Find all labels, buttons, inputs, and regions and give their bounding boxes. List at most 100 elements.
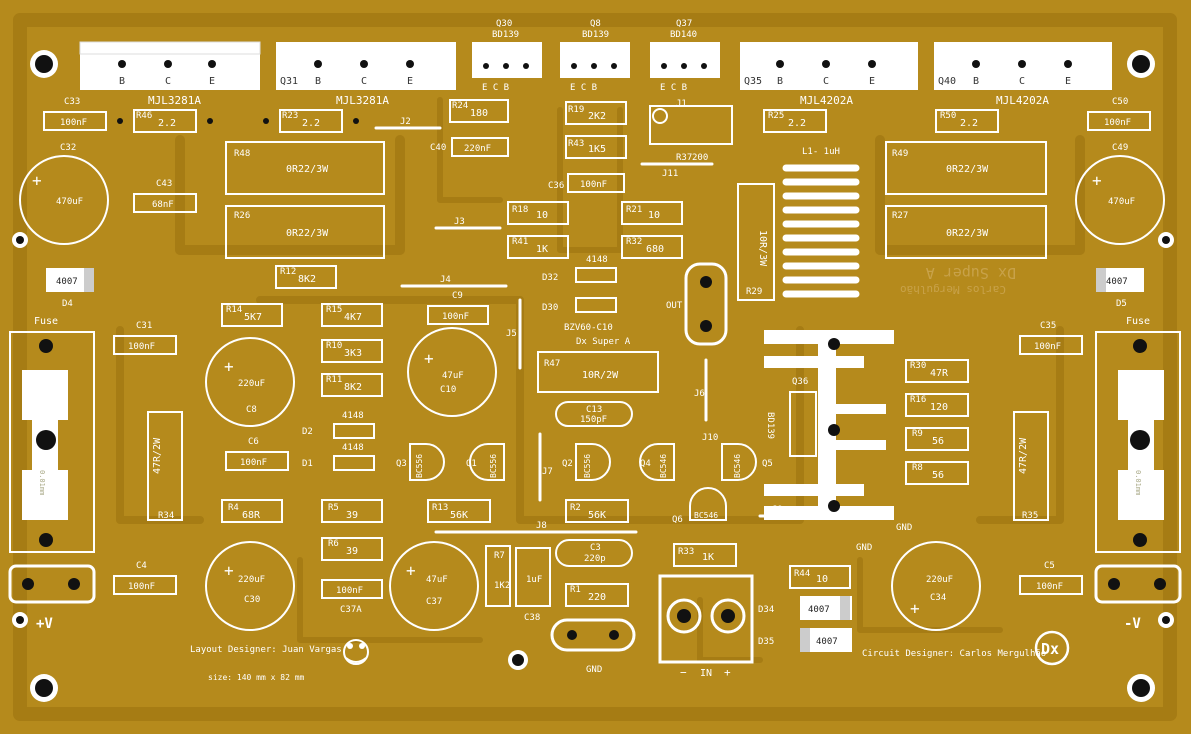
out-connector: OUT [666,262,728,346]
q30-pins: E C B [482,83,509,93]
r32-value: 680 [646,244,664,255]
resistor-r8: R8 56 [905,461,969,485]
r49-value: 0R22/3W [946,164,989,175]
c50-value: 100nF [1104,118,1131,128]
capacitor-c36: C36 100nF [548,173,625,193]
q37-part: BD140 [670,30,697,40]
c5-ref: C5 [1044,561,1055,571]
resistor-r33: R33 1K [673,543,737,567]
plus-sign: + [424,349,434,368]
resistor-r47: R47 10R/2W [537,351,659,393]
r12-ref: R12 [280,267,296,277]
resistor-r29: 10R/3W R29 [737,183,775,301]
inductor-label: L1- 1uH [802,147,840,157]
q39-ref: Q39 [84,76,102,87]
resistor-r4: R4 68R [221,499,283,523]
r21-value: 10 [648,210,660,221]
out-label: OUT [666,301,683,311]
resistor-r35: 47R/2W R35 [1013,411,1049,521]
power-transistor-q35: Q35 B C E MJL4202A [740,42,918,107]
r50-value: 2.2 [960,118,978,129]
r30-ref: R30 [910,361,926,371]
c13-ref: C13 [586,405,602,415]
transistor-q3: Q3 BC556 [396,443,445,481]
resistor-r48: R48 0R22/3W [225,141,385,195]
r14-ref: R14 [226,305,242,315]
r44-value: 10 [816,574,828,585]
inductor-l1: L1- 1uH [782,147,860,298]
d4-ref: D4 [62,299,73,309]
q31-ref: Q31 [280,76,298,87]
r25-ref: R25 [768,111,784,121]
d34-ref: D34 [758,605,774,615]
c10-value: 47uF [442,371,464,381]
c33-ref: C33 [64,97,80,107]
plus-sign: + [1092,171,1102,190]
capacitor-c37: + 47uF C37 [389,541,479,631]
r35-value: 47R/2W [1018,437,1029,474]
frog-icon [343,639,369,665]
resistor-r14: R14 5K7 [221,303,283,327]
j10-label: J10 [702,433,718,443]
c40-ref: C40 [430,143,446,153]
jumpers: J2 J1 J3 J4 J5 J6 J7 J8 J9 J10 J11 [374,99,892,534]
transistor-q4: Q4 BC546 [639,443,675,481]
d32-ref: D32 [542,273,558,283]
q2-ref: Q2 [562,459,573,469]
r27-value: 0R22/3W [946,228,989,239]
c38-ref: C38 [524,613,540,623]
r44-ref: R44 [794,569,810,579]
r27-ref: R27 [892,211,908,221]
resistor-r21: R21 10 [621,201,683,225]
fuse-left: Fuse 0.01mm [9,316,95,553]
d32-part: 4148 [586,255,608,265]
resistor-r18: R18 10 [507,201,569,225]
r9-value: 56 [932,436,944,447]
j8-label: J8 [536,521,547,531]
diode-d1: 4148 D1 [302,443,375,471]
c36-value: 100nF [580,180,607,190]
pin-e: E [209,76,215,87]
r48-value: 0R22/3W [286,164,329,175]
resistor-r13: R13 56K [427,499,491,523]
pin-c: C [1019,76,1025,87]
q4-ref: Q4 [640,459,651,469]
pin-e: E [407,76,413,87]
resistor-r30: R30 47R [905,359,969,383]
r49-ref: R49 [892,149,908,159]
c31-ref: C31 [136,321,152,331]
diode-d5: 4007 D5 [1096,268,1144,309]
q37-pins: E C B [660,83,687,93]
j11-label: J11 [662,169,678,179]
fuse-right-body: 0.01mm [1134,470,1142,495]
c8-value: 220uF [238,379,265,389]
r23-value: 2.2 [302,118,320,129]
c35-value: 100nF [1034,342,1061,352]
plus-sign: + [224,357,234,376]
capacitor-c9: C9 100nF [427,291,489,325]
j4-label: J4 [440,275,451,285]
q40-part: MJL4202A [996,94,1049,107]
r11-ref: R11 [326,375,342,385]
resistor-r10: R10 3K3 [321,339,383,363]
layout-designer: Layout Designer: Juan Vargas [190,645,342,655]
r34-value: 47R/2W [152,437,163,474]
q5-ref: Q5 [762,459,773,469]
diode-d4: 4007 D4 [46,268,94,309]
pin-b: B [119,76,125,87]
r32-ref: R32 [626,237,642,247]
r37-value: 200 [692,153,708,163]
c36-ref: C36 [548,181,564,191]
r7-value: 1K2 [494,581,510,591]
q8-ref: Q8 [590,19,601,29]
r14-value: 5K7 [244,312,262,323]
d5-ref: D5 [1116,299,1127,309]
capacitor-c8: + 220uF C8 [205,337,295,427]
r29-ref: R29 [746,287,762,297]
c37a-ref: C37A [340,605,362,615]
transistor-q5: Q5 BC546 [721,443,773,481]
power-transistor-q40: Q40 B C E MJL4202A [934,42,1112,107]
capacitor-c33: C33 100nF [43,97,107,131]
